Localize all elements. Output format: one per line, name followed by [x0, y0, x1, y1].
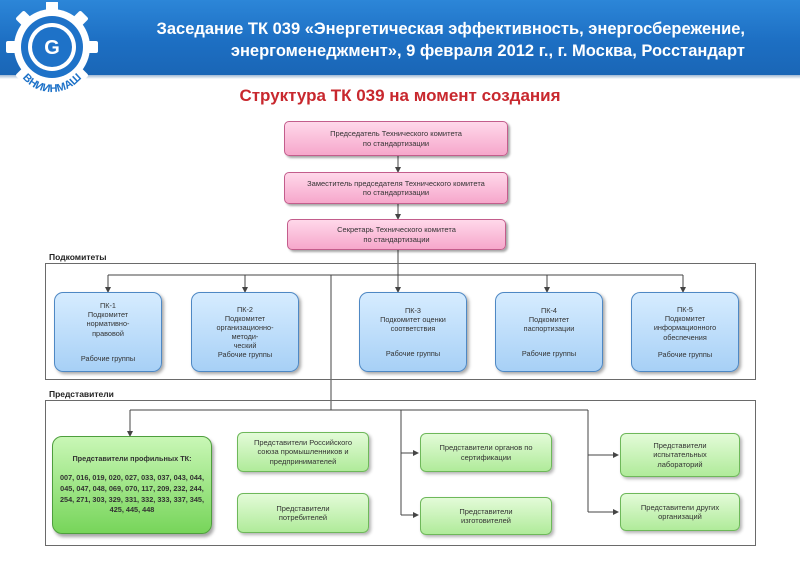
labs-representatives: Представители испытательных лабораторий	[620, 433, 740, 477]
pk2-line: Подкомитет	[224, 313, 266, 323]
certification-line2: сертификации	[460, 452, 512, 462]
labs-line1: Представители	[653, 440, 707, 450]
consumers-line1: Представители	[276, 503, 330, 513]
certification-line1: Представители органов по	[439, 443, 533, 453]
pk3-line: соответствия	[390, 324, 436, 333]
header-title-line2: энергоменеджмент», 9 февраля 2012 г., г.…	[230, 42, 745, 60]
certification-representatives: Представители органов по сертификации	[420, 433, 552, 472]
profile-tc-representatives: Представители профильных ТК: 007, 016, 0…	[52, 436, 212, 534]
consumer-representatives: Представители потребителей	[237, 493, 369, 533]
subcommittee-pk4: ПК-4 Подкомитет паспортизации Рабочие гр…	[495, 292, 603, 372]
pk5-groups: Рабочие группы	[657, 349, 713, 359]
pk5-line: информационного	[653, 323, 717, 333]
pk5-line: обеспечения	[663, 332, 707, 342]
pk2-line: организационно-	[216, 322, 274, 332]
pk3-code: ПК-3	[405, 305, 421, 315]
secretary-box: Секретарь Технического комитета по станд…	[287, 219, 506, 250]
pk1-line: правовой	[92, 328, 124, 338]
manufacturers-line2: изготовителей	[461, 516, 511, 525]
manufacturers-line1: Представители	[459, 506, 513, 516]
pk1-code: ПК-1	[100, 301, 116, 311]
pk1-line: нормативно-	[86, 319, 130, 329]
deputy-line1: Заместитель председателя Технического ко…	[307, 178, 485, 188]
pk4-groups: Рабочие группы	[521, 349, 577, 359]
pk5-code: ПК-5	[677, 305, 693, 315]
profile-tc-title: Представители профильных ТК:	[72, 454, 192, 464]
rspp-representatives: Представители Российского союза промышле…	[237, 432, 369, 472]
deputy-box: Заместитель председателя Технического ко…	[284, 172, 508, 204]
secretary-line1: Секретарь Технического комитета	[337, 225, 456, 235]
labs-line3: лабораторий	[657, 459, 703, 469]
page-title: Структура ТК 039 на момент создания	[239, 86, 561, 105]
header-shadow	[0, 75, 800, 79]
subcommittee-pk2: ПК-2 Подкомитет организационно- методи- …	[191, 292, 299, 372]
rspp-line1: Представители Российского	[253, 437, 353, 447]
pk5-line: Подкомитет	[664, 314, 706, 324]
subcommittees-frame	[45, 263, 756, 380]
subcommittee-pk5: ПК-5 Подкомитет информационного обеспече…	[631, 292, 739, 372]
pk3-line: Подкомитет оценки	[380, 314, 446, 324]
manufacturer-representatives: Представители изготовителей	[420, 497, 552, 535]
representatives-frame	[45, 400, 756, 546]
subcommittees-label: Подкомитеты	[49, 252, 107, 262]
deputy-line2: по стандартизации	[362, 188, 430, 197]
chairman-line2: по стандартизации	[362, 138, 430, 148]
others-line2: организаций	[658, 512, 702, 521]
subcommittee-pk3: ПК-3 Подкомитет оценки соответствия Рабо…	[359, 292, 467, 372]
pk2-line: методи-	[231, 332, 259, 341]
subcommittee-pk1: ПК-1 Подкомитет нормативно- правовой Раб…	[54, 292, 162, 372]
profile-tc-numbers: 007, 016, 019, 020, 027, 033, 037, 043, …	[59, 473, 205, 515]
labs-line2: испытательных	[653, 450, 707, 460]
chairman-line1: Председатель Технического комитета	[330, 129, 462, 139]
pk1-line: Подкомитет	[87, 310, 129, 320]
chairman-box: Председатель Технического комитета по ст…	[284, 121, 508, 156]
header-title-line1: Заседание ТК 039 «Энергетическая эффекти…	[156, 20, 746, 38]
rspp-line3: предпринимателей	[269, 456, 337, 466]
others-line1: Представители других	[640, 502, 720, 512]
secretary-line2: по стандартизации	[363, 234, 430, 244]
pk2-code: ПК-2	[237, 304, 253, 314]
pk4-line: Подкомитет	[528, 314, 570, 324]
pk1-groups: Рабочие группы	[80, 353, 136, 363]
svg-text:G: G	[44, 37, 60, 59]
vniinmash-logo: G ВНИИНМАШ	[6, 2, 98, 95]
header-band	[0, 0, 800, 75]
rspp-line2: союза промышленников и	[257, 447, 349, 457]
pk2-groups: Рабочие группы	[217, 350, 273, 360]
pk4-code: ПК-4	[541, 305, 557, 315]
pk2-line: ческий	[233, 341, 257, 351]
pk4-line: паспортизации	[523, 324, 575, 333]
representatives-label: Представители	[49, 389, 114, 399]
other-org-representatives: Представители других организаций	[620, 493, 740, 531]
consumers-line2: потребителей	[278, 513, 328, 522]
pk3-groups: Рабочие группы	[385, 349, 441, 359]
